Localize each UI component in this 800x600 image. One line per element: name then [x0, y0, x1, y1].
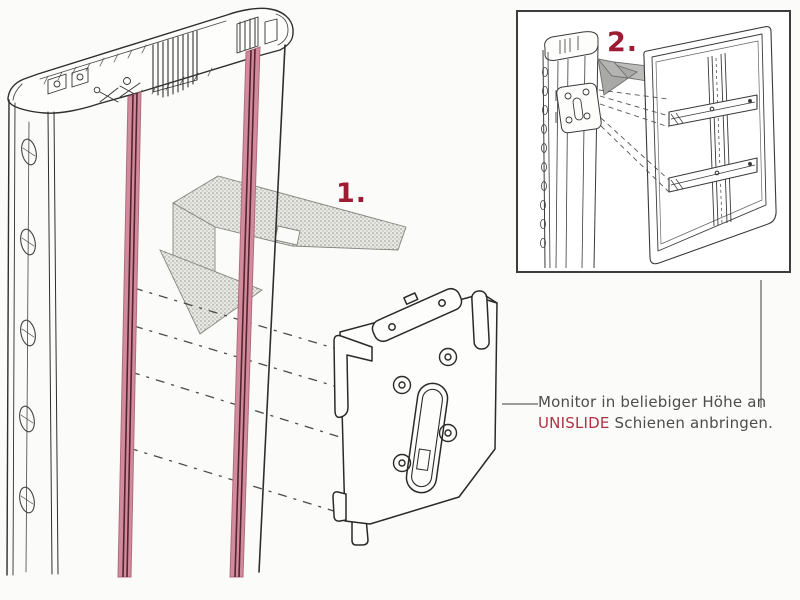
caption-line-2: UNISLIDE Schienen anbringen. [538, 413, 788, 434]
bracket-right-hook [471, 290, 498, 350]
unislide-rail-left [117, 91, 142, 578]
x-braces [93, 77, 141, 103]
bracket-top-tab [371, 287, 463, 343]
extrusion-fins [152, 30, 198, 98]
unislide-rail-right [229, 46, 261, 578]
monitor-vertical-strip [707, 52, 732, 227]
caption-text: Monitor in beliebiger Höhe an UNISLIDE S… [538, 392, 788, 434]
step-1-label: 1. [336, 178, 368, 209]
caption-leader-lines [502, 280, 762, 408]
caption-line-2-rest: Schienen anbringen. [609, 414, 774, 432]
insertion-arrow [159, 175, 407, 335]
slot-column [19, 121, 37, 573]
brand-name: UNISLIDE [538, 414, 610, 432]
profile-body-edges [6, 44, 286, 576]
bracket-left-hook-upper [333, 334, 373, 419]
caption-line-1: Monitor in beliebiger Höhe an [538, 393, 767, 411]
unislide-rail-highlights [117, 46, 261, 578]
profile-top-face [7, 7, 294, 114]
bracket-left-hook-lower [332, 491, 347, 522]
screw-channels [47, 67, 89, 95]
bracket-keyhole-slot [405, 382, 449, 494]
inset-monitor [643, 26, 777, 265]
bracket-holes [392, 347, 458, 473]
inset-slot-column [540, 67, 548, 248]
step-2-label: 2. [607, 27, 639, 58]
inset-box [516, 10, 791, 273]
monitor-crossbar-upper [668, 94, 758, 127]
inset-bracket [555, 82, 602, 134]
bracket-foot [351, 517, 369, 546]
monitor-crossbar-lower [668, 157, 758, 193]
mounting-bracket [332, 287, 498, 546]
inset-projection-lines [598, 89, 670, 193]
